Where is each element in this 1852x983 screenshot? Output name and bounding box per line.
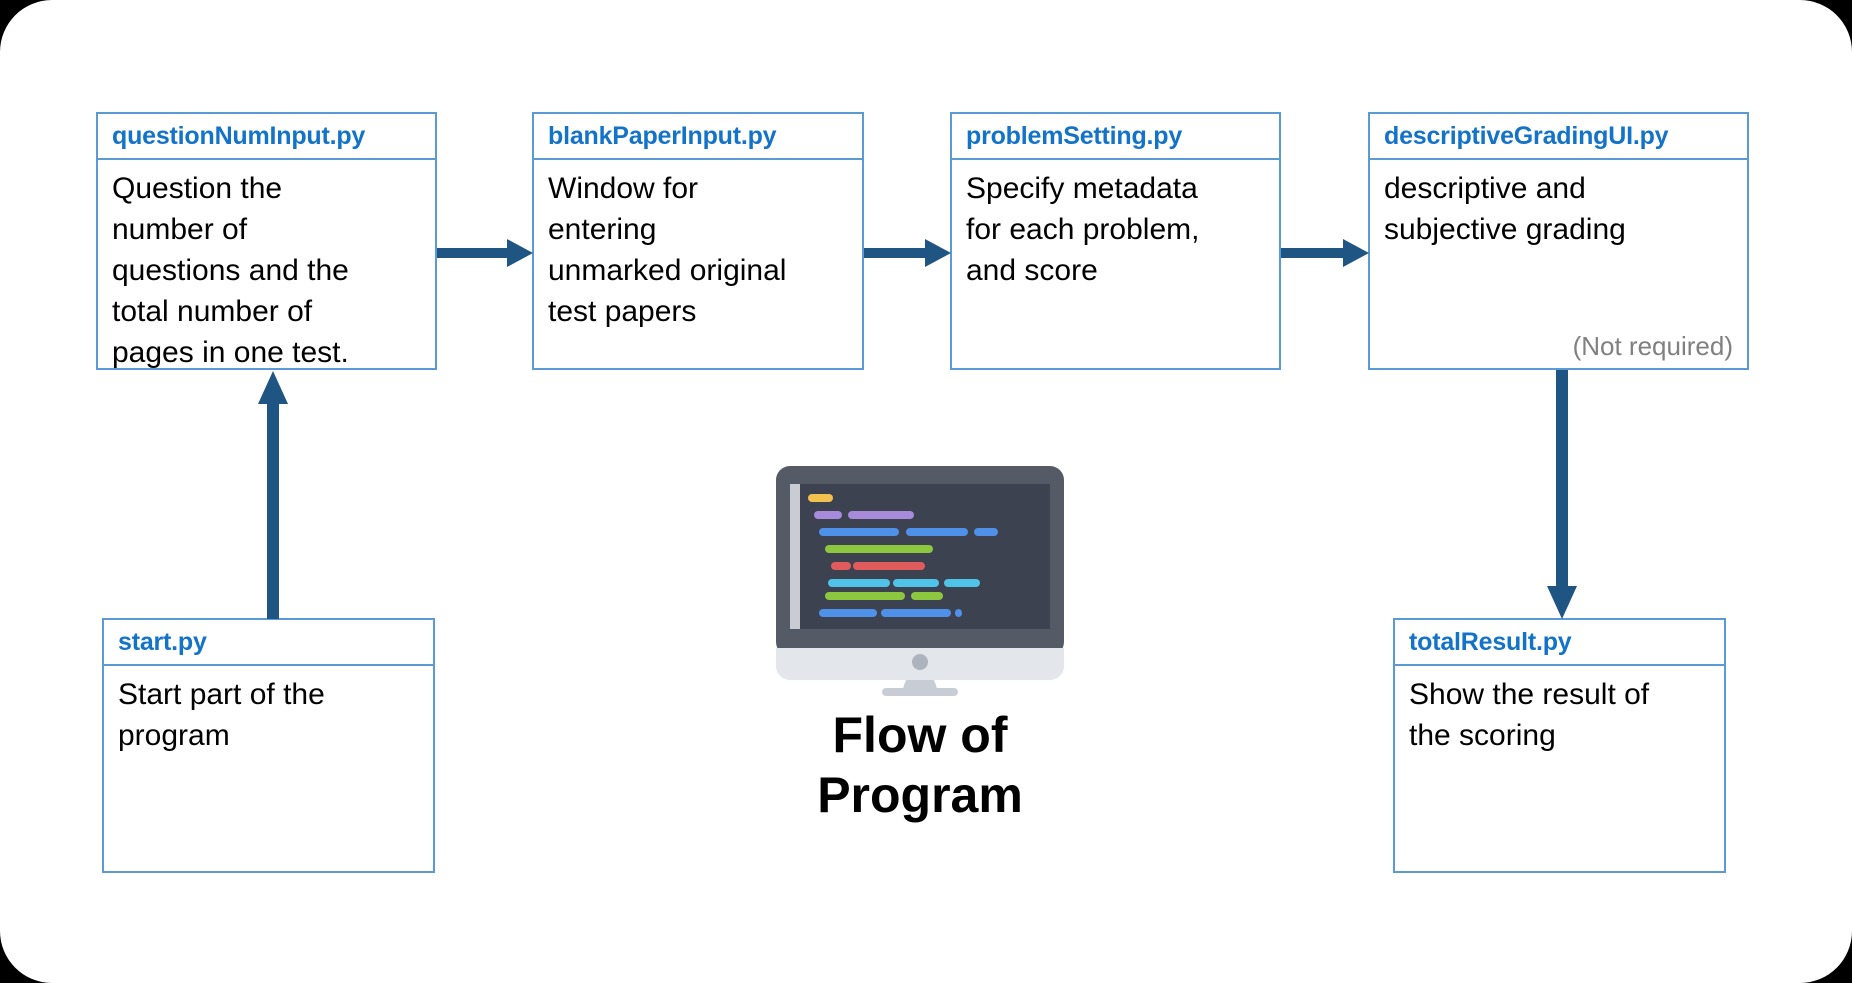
box-body: Window for entering unmarked original te…	[534, 160, 862, 368]
box-header: totalResult.py	[1395, 620, 1724, 666]
box-description: Show the result of the scoring	[1409, 678, 1650, 752]
flow-box-problem-setting[interactable]: problemSetting.py Specify metadata for e…	[950, 112, 1281, 370]
box-title: totalResult.py	[1409, 627, 1572, 656]
box-description: Start part of the program	[118, 678, 325, 752]
flow-of-program-caption: Flow of Program	[817, 707, 1023, 823]
arrow-right-icon-blank-to-problem	[864, 236, 952, 270]
not-required-note: (Not required)	[1572, 331, 1733, 361]
box-title: start.py	[118, 627, 207, 656]
box-description: Window for entering unmarked original te…	[548, 172, 787, 328]
flow-box-blank-paper-input[interactable]: blankPaperInput.py Window for entering u…	[532, 112, 864, 370]
flow-box-total-result[interactable]: totalResult.py Show the result of the sc…	[1393, 618, 1726, 873]
box-title: questionNumInput.py	[112, 121, 366, 150]
box-header: descriptiveGradingUI.py	[1370, 114, 1747, 160]
arrow-right-icon-question-to-blank	[437, 236, 534, 270]
center-illustration-group: Flow of Program	[770, 466, 1070, 825]
box-body: Start part of the program	[104, 666, 433, 871]
box-header: problemSetting.py	[952, 114, 1279, 160]
box-header: blankPaperInput.py	[534, 114, 862, 160]
flow-box-start[interactable]: start.py Start part of the program	[102, 618, 435, 873]
box-header: start.py	[104, 620, 433, 666]
arrow-down-icon-descgrad-to-total	[1545, 370, 1579, 620]
box-description: Question the number of questions and the…	[112, 172, 349, 369]
box-body: descriptive and subjective grading (Not …	[1370, 160, 1747, 368]
box-body: Specify metadata for each problem, and s…	[952, 160, 1279, 368]
box-body: Question the number of questions and the…	[98, 160, 435, 369]
box-description: Specify metadata for each problem, and s…	[966, 172, 1200, 287]
box-body: Show the result of the scoring	[1395, 666, 1724, 871]
box-title: descriptiveGradingUI.py	[1384, 121, 1669, 150]
box-title: problemSetting.py	[966, 121, 1183, 150]
flow-box-question-num-input[interactable]: questionNumInput.py Question the number …	[96, 112, 437, 370]
flow-box-descriptive-grading-ui[interactable]: descriptiveGradingUI.py descriptive and …	[1368, 112, 1749, 370]
box-description: descriptive and subjective grading	[1384, 172, 1626, 246]
box-header: questionNumInput.py	[98, 114, 435, 160]
box-title: blankPaperInput.py	[548, 121, 777, 150]
arrow-right-icon-problem-to-descgrad	[1281, 236, 1370, 270]
desktop-monitor-icon	[776, 466, 1064, 702]
arrow-up-icon-start-to-question	[256, 370, 290, 620]
